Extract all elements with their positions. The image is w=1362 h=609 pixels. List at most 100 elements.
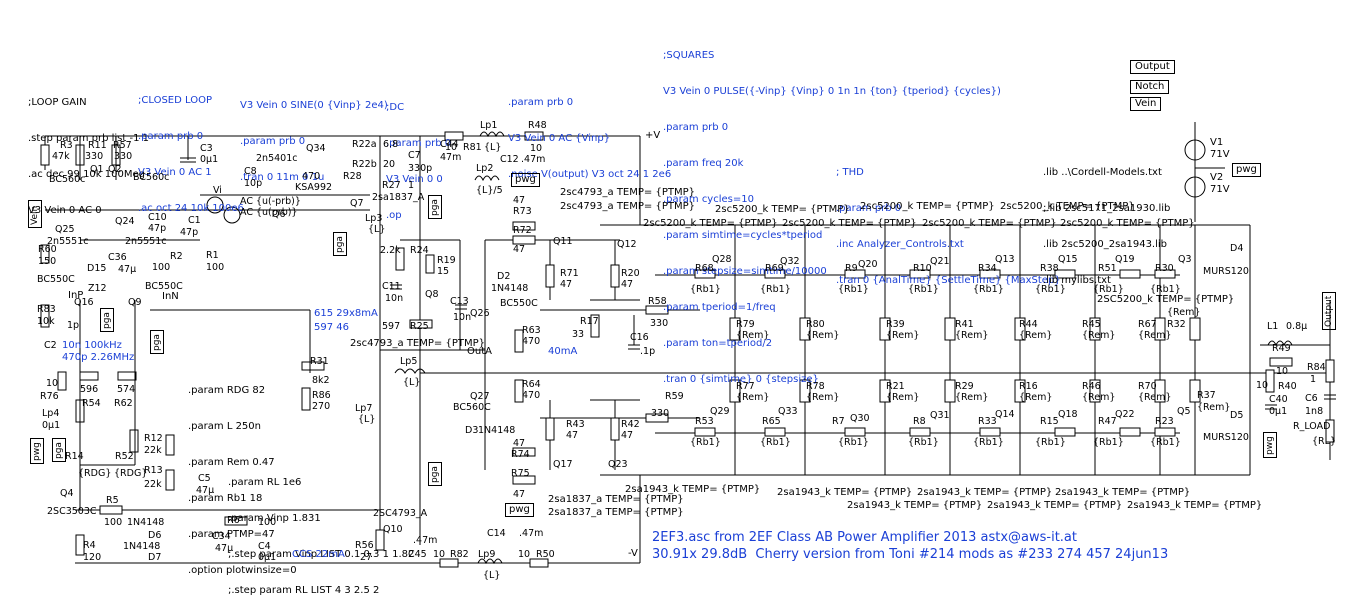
part-q16: Q16 <box>74 297 94 308</box>
part-r40-value: 10 <box>1256 380 1269 391</box>
model-q3: 2SC5200_k TEMP= {PTMP} <box>1097 294 1235 305</box>
part-c12: C12 <box>500 154 519 165</box>
part-r58: R58 <box>648 296 667 307</box>
part-r13: R13 <box>144 465 163 476</box>
thd-line: ; THD <box>836 167 864 178</box>
output-port-box[interactable]: Output <box>1322 292 1336 330</box>
part-470-c: 470 <box>302 171 321 182</box>
part-r74: R74 <box>511 449 530 460</box>
step-line: .param RL 1e6 <box>228 477 302 488</box>
part-rdg-a: {RDG} <box>78 468 112 479</box>
pwg-port-pos[interactable]: pwg <box>511 173 540 187</box>
pga-port-c[interactable]: pga <box>333 232 347 256</box>
part-q13: Q13 <box>995 254 1015 265</box>
pga-port-e[interactable]: pga <box>428 462 442 486</box>
supply-sources <box>1184 122 1225 222</box>
part-r65: R65 <box>762 416 781 427</box>
pwg-port-right[interactable]: pwg <box>1232 163 1261 177</box>
pga-port-f[interactable]: pga <box>52 438 66 462</box>
model-q17: 2sa1837_a TEMP= {PTMP} <box>548 494 684 505</box>
part-c6: C6 <box>1305 393 1318 404</box>
part-c16: C16 <box>630 332 649 343</box>
part-597: 597 <box>382 321 401 332</box>
part-c1-value: 47p <box>180 227 199 238</box>
part-r45: R45 <box>1082 319 1101 330</box>
part-r63: R63 <box>522 325 541 336</box>
part-c45-value: .47m <box>413 535 438 546</box>
part-rb1: {Rb1} <box>1093 437 1124 448</box>
dc-line: V3 Vein 0 0 <box>386 174 443 185</box>
part-r3: R3 <box>60 140 73 151</box>
note-outa: OutA <box>467 346 492 357</box>
part-bc550c-q16: BC550C <box>37 274 75 285</box>
part-c7: C7 <box>408 150 421 161</box>
output-port-label: Output <box>1324 295 1334 327</box>
pga-port-b[interactable]: pga <box>150 330 164 354</box>
squares-line: .param freq 20k <box>663 158 744 169</box>
part-330-b: 330 <box>651 408 670 419</box>
part-r44: R44 <box>1019 319 1038 330</box>
part-r21: R21 <box>886 381 905 392</box>
port-output[interactable]: Output <box>1130 60 1175 74</box>
note-inn: InN <box>162 291 179 302</box>
part-r9: R9 <box>845 263 858 274</box>
part-1n4148-c: 1N4148 <box>127 517 165 528</box>
part-r60-value: 150 <box>38 256 57 267</box>
dc-line: .param prb 0 <box>386 138 452 149</box>
part-r80: R80 <box>806 319 825 330</box>
pwg-port-output[interactable]: pwg <box>1263 432 1277 458</box>
part-r1: R1 <box>206 250 219 261</box>
part-q3: Q3 <box>1178 254 1192 265</box>
pga-port-a[interactable]: pga <box>100 308 114 332</box>
part-lp9-value: {L} <box>483 570 501 581</box>
v1-value: 71V <box>1210 149 1230 160</box>
part-r54: R54 <box>82 398 101 409</box>
part-r73: R73 <box>513 206 532 217</box>
pwg-port-neg[interactable]: pwg <box>505 503 534 517</box>
closed-loop-line: ;CLOSED LOOP <box>138 95 212 106</box>
part-rb1: {Rb1} <box>838 284 869 295</box>
part-rb1: {Rb1} <box>690 284 721 295</box>
loop-gain-line: ;LOOP GAIN <box>28 97 87 108</box>
part-r75: R75 <box>511 468 530 479</box>
pga-label: pga <box>430 199 440 216</box>
part-2sc4793a: 2SC4793_A <box>373 508 428 519</box>
part-z12: Z12 <box>88 283 107 294</box>
part-rb1: {Rb1} <box>1093 284 1124 295</box>
part-rem: {Rem} <box>886 330 920 341</box>
part-r4-value: 120 <box>83 552 102 563</box>
part-r33: R33 <box>978 416 997 427</box>
part-q31: Q31 <box>930 410 950 421</box>
part-q24: Q24 <box>115 216 135 227</box>
v1-label: V1 <box>1210 137 1224 148</box>
part-c36: C36 <box>108 252 127 263</box>
pga-label: pga <box>335 236 345 253</box>
part-r49: R49 <box>1272 343 1291 354</box>
positive-rail-label: +V <box>645 130 661 141</box>
part-47-f: 47 <box>621 430 634 441</box>
model-npn-c: 2sc5200_k TEMP= {PTMP} <box>1000 201 1135 212</box>
noise-line: V3 Vein 0 AC {Vinp} <box>508 133 611 144</box>
part-rem: {Rem} <box>806 330 840 341</box>
part-q1: Q1 <box>90 164 104 175</box>
squares-directive: ;SQUARES V3 Vein 0 PULSE({-Vinp} {Vinp} … <box>663 26 1001 398</box>
port-notch[interactable]: Notch <box>1130 80 1170 94</box>
part-q12: Q12 <box>617 239 637 250</box>
thd-line: .tran 0 {AnalTime} {SettleTime} {MaxStep… <box>836 275 1061 286</box>
pwg-port-left[interactable]: pwg <box>30 438 44 464</box>
pga-port-d[interactable]: pga <box>428 195 442 219</box>
vein-port[interactable]: Vein <box>28 200 42 228</box>
part-q33: Q33 <box>778 406 798 417</box>
part-rem: {Rem} <box>1019 392 1053 403</box>
part-r17: R17 <box>580 316 599 327</box>
output-stage-npn <box>655 225 1201 373</box>
lib-line: .lib ..\Cordell-Models.txt <box>1043 167 1162 178</box>
part-q26: Q26 <box>470 308 490 319</box>
port-vein[interactable]: Vein <box>1130 97 1162 111</box>
sine-directive: V3 Vein 0 SINE(0 {Vinp} 2e4) .param prb … <box>240 76 388 196</box>
vein-port-label: Vein <box>30 205 40 225</box>
part-q30: Q30 <box>850 413 870 424</box>
part-47-top: 47 <box>513 195 526 206</box>
thd-line: .inc Analyzer_Controls.txt <box>836 239 964 250</box>
